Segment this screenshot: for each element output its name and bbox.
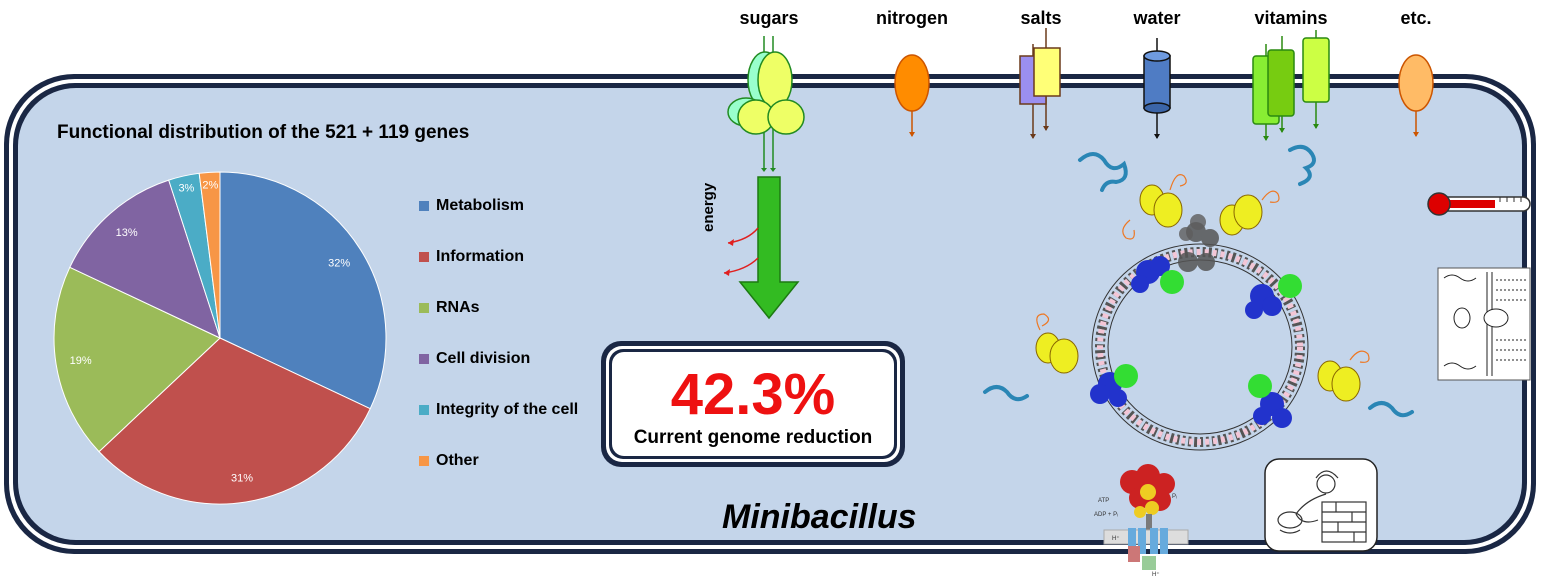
nutrient-label-etc: etc. — [1400, 8, 1432, 28]
svg-text:ATP: ATP — [1098, 498, 1109, 504]
pie-label-metabolism: 32% — [328, 257, 350, 269]
pie-slice-other — [198, 171, 221, 339]
legend-label: Metabolism — [436, 197, 525, 214]
pie-slice-metabolism — [219, 171, 387, 410]
pie-slice-rnas — [53, 266, 221, 453]
legend-swatch — [419, 201, 429, 211]
pie-label-cell-division: 13% — [116, 227, 138, 239]
legend-label: Information — [436, 248, 524, 265]
builder-illustration — [1264, 458, 1378, 552]
legend-label: Other — [436, 452, 479, 469]
legend-label: Integrity of the cell — [436, 401, 579, 418]
pie-slice-information — [98, 337, 371, 505]
legend-item-rnas: RNAs — [419, 298, 480, 318]
legend-swatch — [419, 303, 429, 313]
vitamins-transporter — [1252, 30, 1330, 141]
ribosome-ring-illustration — [983, 144, 1414, 451]
nutrient-label-nitrogen: nitrogen — [876, 8, 948, 28]
legend-item-cell-division: Cell division — [419, 349, 530, 369]
legend-label: Cell division — [436, 350, 531, 367]
nutrient-label-water: water — [1133, 8, 1181, 28]
legend-swatch — [419, 456, 429, 466]
reduction-label: Current genome reduction — [633, 427, 873, 448]
membrane-illustration — [1437, 267, 1531, 381]
svg-text:H⁺: H⁺ — [1152, 571, 1160, 578]
pie-label-rnas: 19% — [70, 355, 92, 367]
nutrient-label-sugars: sugars — [739, 8, 799, 28]
legend-item-other: Other — [419, 451, 479, 471]
legend-swatch — [419, 405, 429, 415]
pie-label-information: 31% — [231, 472, 253, 484]
legend-swatch — [419, 354, 429, 364]
other-transporter — [1398, 54, 1434, 137]
nitrogen-transporter — [894, 54, 930, 137]
legend-item-metabolism: Metabolism — [419, 196, 524, 216]
membrane-complex — [1179, 214, 1206, 241]
reduction-value: 42.3% — [670, 362, 836, 427]
svg-text:ADP + Pᵢ: ADP + Pᵢ — [1094, 512, 1118, 518]
nutrient-label-salts: salts — [1020, 8, 1062, 28]
energy-arrow — [723, 176, 800, 320]
legend-swatch — [419, 252, 429, 262]
salts-transporter — [1019, 28, 1061, 139]
reduction-box-fill — [612, 352, 894, 456]
reduction-box: 42.3% Current genome reduction — [601, 341, 905, 467]
legend-item-information: Information — [419, 247, 524, 267]
water-channel — [1143, 38, 1171, 139]
chart-title: Functional distribution of the 521 + 119… — [57, 122, 470, 143]
organism-name: Minibacillus — [722, 498, 917, 536]
nutrient-label-vitamins: vitamins — [1254, 8, 1328, 28]
energy-label: energy — [700, 182, 717, 232]
legend-item-integrity-of-the-cell: Integrity of the cell — [419, 400, 578, 420]
pie-chart: 32% 31% 19% 13% 3% 2% — [53, 171, 387, 505]
sugar-transporter — [727, 36, 805, 172]
thermometer-icon — [1427, 192, 1531, 216]
svg-text:H⁺: H⁺ — [1112, 535, 1120, 542]
svg-text:Pᵢ: Pᵢ — [1172, 494, 1177, 500]
atp-synthase-illustration: ATP ADP + Pᵢ Pᵢ H⁺ H⁺ — [1094, 464, 1189, 578]
pie-label-integrity-of-the-cell: 3% — [178, 183, 194, 195]
legend-label: RNAs — [436, 299, 480, 316]
pie-label-other: 2% — [202, 179, 218, 191]
pie-slice-cell-division — [69, 179, 221, 339]
